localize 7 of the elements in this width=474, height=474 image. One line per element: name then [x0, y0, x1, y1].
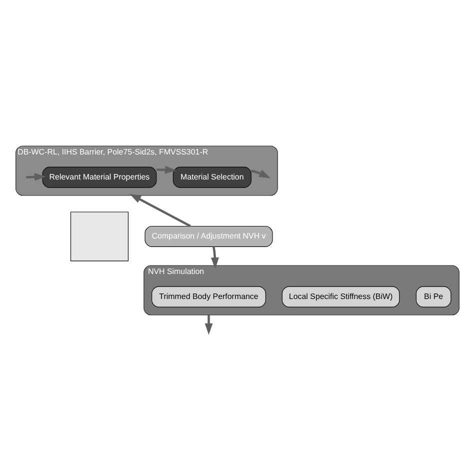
arrow	[26, 172, 46, 180]
arrow	[250, 169, 270, 178]
arrow	[210, 246, 218, 268]
arrow	[156, 165, 176, 174]
arrow	[129, 193, 190, 227]
node-box	[70, 211, 128, 261]
arrow	[204, 314, 212, 334]
